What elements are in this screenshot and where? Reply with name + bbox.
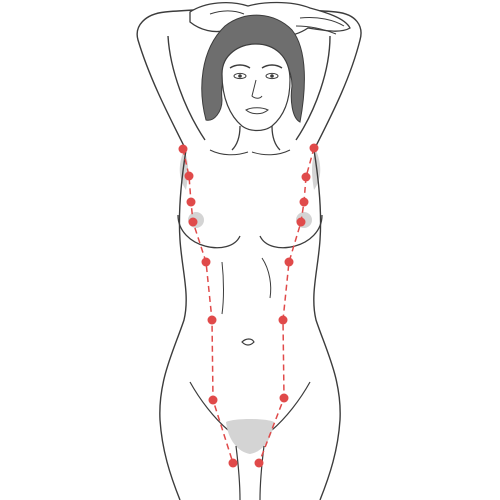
torso-left-side [159,149,187,500]
navel [241,338,255,346]
left-marker-2 [184,171,194,181]
left-inner-thigh [235,445,241,500]
face [221,43,291,132]
left-marker-4 [188,217,198,227]
left-marker-8 [228,458,238,468]
left-arm [136,7,219,151]
left-breast [177,214,241,249]
right-breast [259,214,323,249]
right-marker-4 [296,217,306,227]
left-arm-inner [167,35,206,141]
left-marker-7 [208,395,218,405]
right-marker-6 [278,315,288,325]
right-marker-1 [309,143,319,153]
neck [231,125,241,151]
milk-lines [182,147,315,464]
left-marker-5 [201,257,211,267]
right-marker-7 [279,393,289,403]
torso-right-side [313,149,341,500]
nose [251,79,263,99]
right-marker-3 [299,197,309,207]
right-inner-thigh [259,445,265,500]
right-marker-5 [284,257,294,267]
markers [178,143,319,468]
left-dashed-line [182,148,234,464]
right-arm-inner [295,35,331,141]
right-marker-8 [254,458,264,468]
left-marker-3 [186,197,196,207]
groin-shadow [226,419,274,454]
mouth [245,107,269,115]
left-marker-1 [178,144,188,154]
left-marker-6 [207,315,217,325]
right-marker-2 [301,172,311,182]
